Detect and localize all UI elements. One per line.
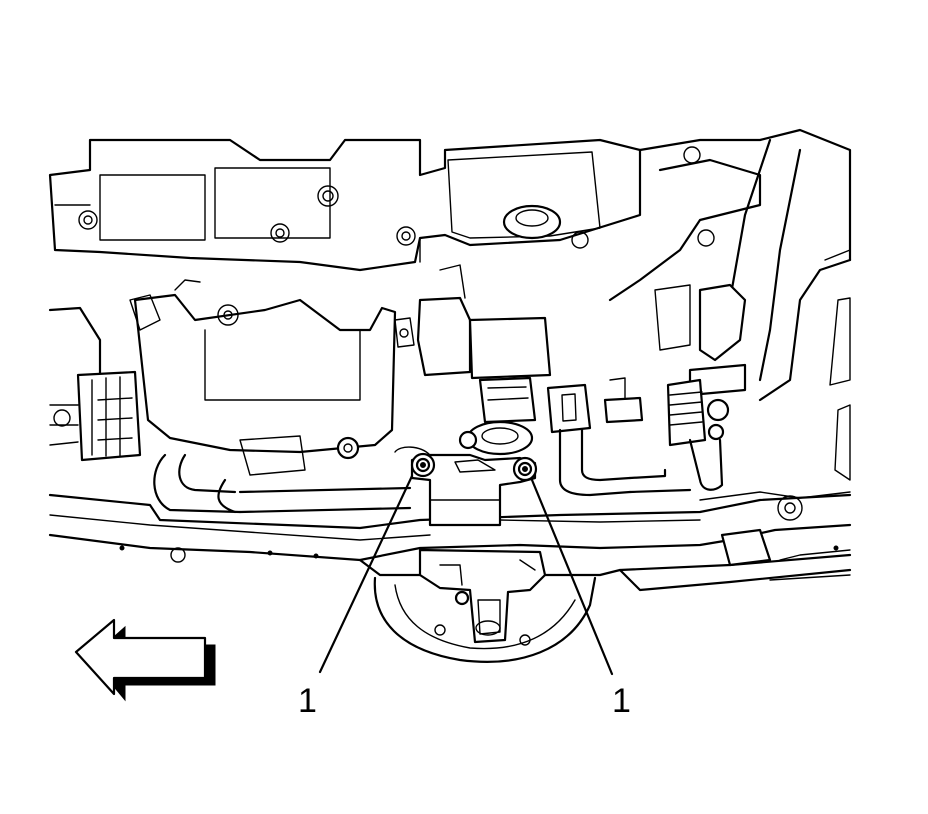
left-arrow-icon bbox=[74, 618, 216, 702]
right-frame-structure bbox=[608, 128, 852, 481]
left-mount-bolt bbox=[410, 452, 436, 478]
oil-pan bbox=[133, 279, 397, 476]
callout-label-right: 1 bbox=[612, 682, 631, 720]
lower-mount-bracket bbox=[373, 548, 597, 663]
starter-assembly bbox=[48, 294, 161, 462]
subframe-crossmember bbox=[48, 491, 852, 592]
right-mount-bolt bbox=[512, 456, 538, 482]
callout-leaders bbox=[318, 474, 614, 676]
coolant-hoses bbox=[153, 428, 724, 514]
center-components bbox=[394, 264, 644, 456]
callout-label-left: 1 bbox=[298, 682, 317, 720]
transmission-housing bbox=[48, 138, 715, 272]
